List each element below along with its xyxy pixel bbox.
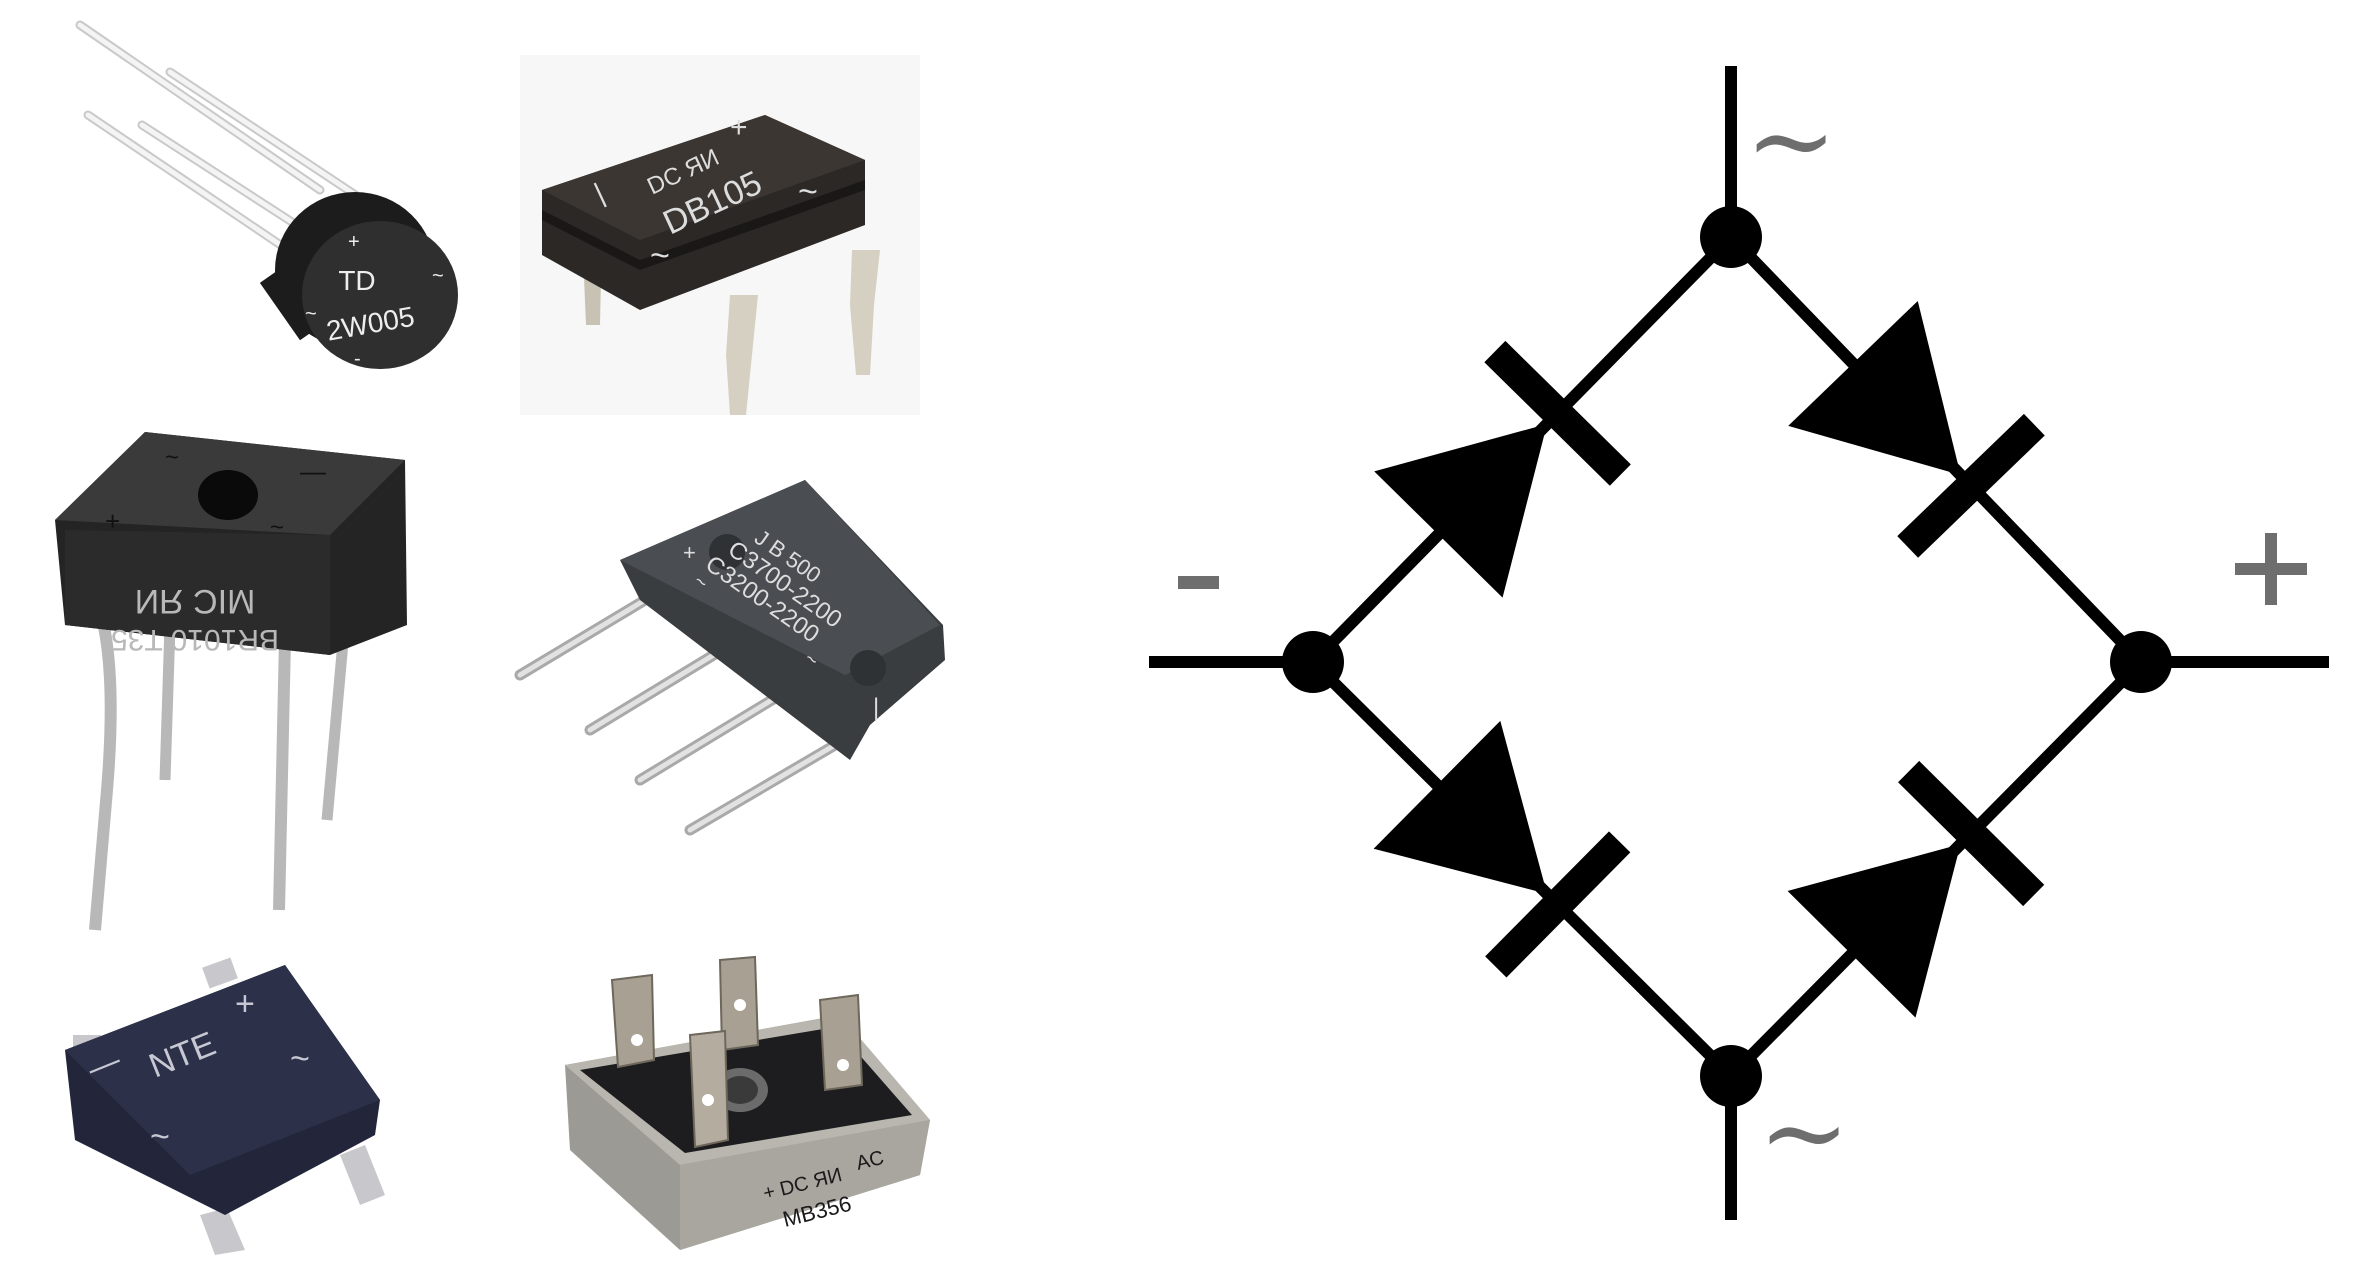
component-br1010: + — ~ ~ BR1010 T35 MIC ЯИ — [45, 410, 425, 940]
diode-cathode-bar — [1897, 413, 2045, 558]
diode-d3 — [1373, 720, 1631, 978]
br1010-part: BR1010 T35 — [111, 623, 279, 656]
2w005-plus-mark: + — [348, 231, 360, 253]
db105-ac2-mark: ~ — [650, 237, 670, 275]
br1010-minus-mark: — — [300, 456, 326, 486]
component-b500-illustration: + J B 500 C3700-2200 C3200-2200 ~ ~ | — [514, 480, 945, 836]
b500-minus-mark: | — [873, 694, 879, 721]
br1010-ac1-mark: ~ — [165, 444, 179, 471]
diode-anode-triangle — [1373, 720, 1548, 894]
component-2w005-illustration: + TD 2W005 ~ ~ - — [75, 20, 458, 370]
nte-ac2-mark: ~ — [150, 1118, 170, 1156]
nte-ac1-mark: ~ — [290, 1040, 310, 1078]
component-b500: + J B 500 C3700-2200 C3200-2200 ~ ~ | — [505, 460, 955, 860]
diode-d1 — [1374, 340, 1631, 598]
terminal-label-negative: - — [1198, 589, 1199, 591]
component-db105: | DC ЯИ DB105 + ~ ~ — [520, 55, 920, 425]
diode-d2 — [1788, 300, 2045, 558]
2w005-ac1-mark: ~ — [305, 303, 317, 325]
component-nte-illustration: — NTE + ~ ~ — [65, 957, 385, 1255]
component-mb356: + DC ЯИ AC MB356 — [540, 935, 930, 1275]
br1010-brand: MIC ЯИ — [135, 582, 256, 620]
terminal-label-positive-glyph — [2235, 533, 2307, 605]
component-db105-illustration: | DC ЯИ DB105 + ~ ~ — [520, 55, 920, 415]
br1010-plus-mark: + — [105, 506, 120, 536]
2w005-minus-mark: - — [354, 348, 361, 370]
diode-cathode-bar — [1898, 760, 2045, 907]
br1010-ac2-mark: ~ — [270, 514, 284, 541]
diode-anode-triangle — [1788, 300, 1961, 475]
junction-node-top — [1700, 206, 1762, 268]
db105-ac1-mark: ~ — [798, 173, 818, 211]
component-br1010-illustration: + — ~ ~ BR1010 T35 MIC ЯИ — [55, 432, 407, 931]
junction-node-left — [1282, 631, 1344, 693]
b500-plus-mark: + — [683, 540, 696, 565]
diode-cathode-bar — [1485, 831, 1631, 978]
diode-d4 — [1787, 760, 2045, 1018]
db105-plus-mark: + — [730, 111, 748, 144]
terminal-label-negative-glyph — [1178, 576, 1219, 589]
component-2w005: + TD 2W005 ~ ~ - — [60, 20, 480, 380]
diode-anode-triangle — [1787, 844, 1961, 1018]
2w005-ac2-mark: ~ — [432, 265, 444, 287]
diode-anode-triangle — [1374, 424, 1548, 598]
nte-plus-mark: + — [235, 985, 255, 1023]
component-nte: — NTE + ~ ~ — [55, 950, 405, 1255]
component-mb356-illustration: + DC ЯИ AC MB356 — [565, 955, 930, 1250]
terminal-label-bottom-ac: ~ — [1758, 1068, 1850, 1196]
diode-cathode-bar — [1484, 340, 1631, 486]
junction-node-bottom — [1700, 1045, 1762, 1107]
terminal-label-top-ac: ~ — [1745, 76, 1837, 204]
2w005-brand: TD — [338, 265, 375, 296]
junction-node-right — [2110, 631, 2172, 693]
